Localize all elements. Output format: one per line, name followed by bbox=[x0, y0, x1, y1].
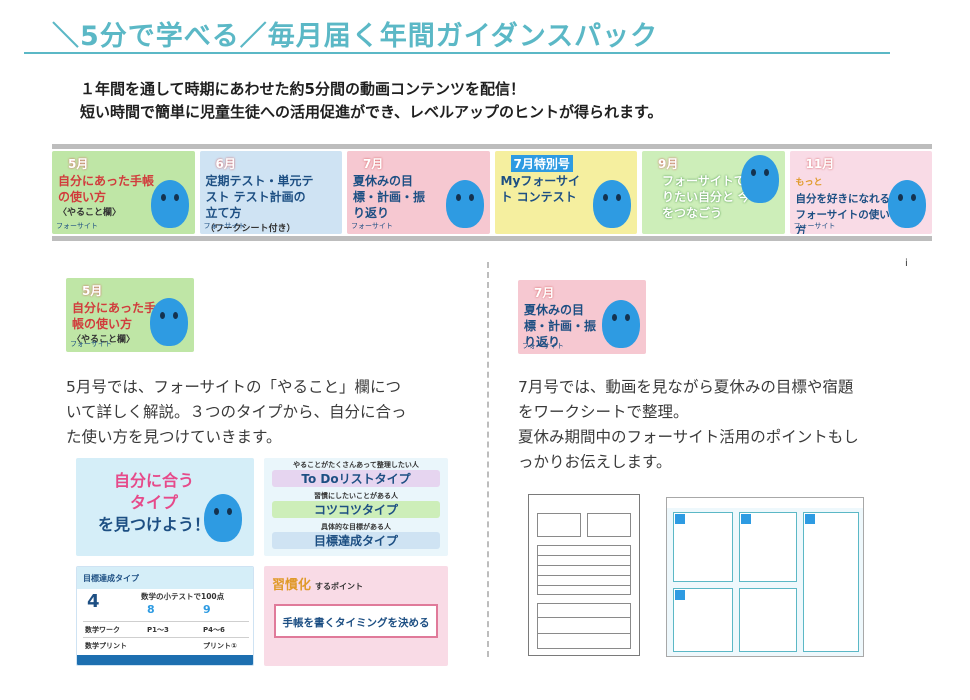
brand-logo: フォーサイト bbox=[56, 222, 98, 230]
sample-row-1b: P1～3 bbox=[147, 626, 169, 634]
steady-type: 習慣にしたいことがある人 コツコツタイプ bbox=[272, 491, 440, 518]
strip-thumb-title: フォーサイトで なりたい自分と 今をつなごう bbox=[662, 174, 762, 220]
page-title: ＼5分で学べる／毎月届く年間ガイダンスパック bbox=[52, 21, 659, 52]
strip-thumb-month: 5月 bbox=[68, 157, 89, 171]
mascot-icon bbox=[204, 494, 242, 542]
mascot-icon bbox=[888, 180, 926, 228]
strip-thumb-title: 夏休みの目標・計画・振り返り bbox=[353, 174, 426, 220]
strip-thumb-november[interactable]: 11月 もっと 自分を好きになれる フォーサイトの使い方 フォーサイト bbox=[789, 151, 932, 234]
sample-day-2: 8 bbox=[147, 603, 155, 616]
may-issue-thumbnail[interactable]: 5月 自分にあった手帳の使い方 〈やること欄〉 フォーサイト bbox=[66, 278, 194, 352]
brand-logo: フォーサイト bbox=[203, 222, 246, 230]
sample-day-3: 9 bbox=[203, 603, 211, 616]
strip-thumb-may[interactable]: 5月 自分にあった手帳の使い方 〈やること欄〉 フォーサイト bbox=[52, 151, 195, 234]
strip-thumb-september[interactable]: 9月 フォーサイトで なりたい自分と 今をつなごう bbox=[642, 151, 785, 234]
strip-thumb-title: 自分にあった手帳の使い方 〈やること欄〉 bbox=[58, 173, 158, 221]
monthly-strip: 5月 自分にあった手帳の使い方 〈やること欄〉 フォーサイト 6月 定期テスト・… bbox=[52, 149, 932, 236]
strip-thumb-title: 定期テスト・単元テスト テスト計画の立て方 （ワークシート付き） bbox=[206, 173, 316, 234]
strip-frame-bottom bbox=[52, 236, 932, 241]
title-rule bbox=[24, 52, 890, 54]
goal-type: 具体的な目標がある人 目標達成タイプ bbox=[272, 522, 440, 549]
strip-thumb-month: 7月 bbox=[363, 157, 384, 171]
mascot-icon bbox=[740, 155, 779, 203]
habit-tag: 習慣化するポイント bbox=[272, 578, 364, 593]
strip-frame-top bbox=[52, 144, 932, 149]
strip-thumb-july-special[interactable]: 7月特別号 Myフォーサイト コンテスト bbox=[494, 151, 637, 234]
thumb-month: 5月 bbox=[82, 284, 103, 298]
strip-thumb-month: 7月特別号 bbox=[510, 155, 573, 172]
sample-row-1c: P4～6 bbox=[203, 626, 225, 634]
brand-logo: フォーサイト bbox=[793, 222, 836, 230]
stray-marker: i bbox=[905, 258, 908, 269]
strip-thumb-month: 9月 bbox=[658, 157, 679, 171]
sample-day-1: 4 bbox=[87, 591, 100, 612]
strip-thumb-june[interactable]: 6月 定期テスト・単元テスト テスト計画の立て方 （ワークシート付き） フォーサ… bbox=[199, 151, 342, 234]
worksheet-page-2 bbox=[666, 497, 864, 657]
brand-logo: フォーサイト bbox=[70, 340, 112, 348]
thumb-title: 夏休みの目標・計画・振り返り bbox=[524, 303, 597, 349]
strip-thumb-sub: （ワークシート付き） bbox=[205, 224, 296, 234]
sample-row-2: 数学プリント bbox=[85, 642, 127, 650]
mascot-icon bbox=[593, 180, 631, 228]
strip-thumb-month: 11月 bbox=[805, 157, 835, 171]
may-description: 5月号では、フォーサイトの「やること」欄につ いて詳しく解説。３つのタイプから、… bbox=[66, 378, 407, 446]
brand-logo: フォーサイト bbox=[522, 342, 564, 350]
thumb-sub: 〈やること欄〉 bbox=[72, 335, 136, 345]
planner-sample-panel: 目標達成タイプ 4 8 9 数学の小テストで100点 数学ワーク P1～3 P4… bbox=[76, 566, 254, 666]
strip-thumb-title: Myフォーサイト コンテスト bbox=[500, 174, 581, 204]
brand-logo: フォーサイト bbox=[351, 222, 393, 230]
strip-thumb-july[interactable]: 7月 夏休みの目標・計画・振り返り フォーサイト bbox=[347, 151, 490, 234]
column-divider bbox=[487, 262, 489, 657]
intro-line-2: 短い時間で簡単に児童生徒への活用促進ができ、レベルアップのヒントが得られます。 bbox=[80, 103, 663, 121]
strip-thumb-month: 6月 bbox=[215, 157, 236, 171]
july-description: 7月号では、動画を見ながら夏休みの目標や宿題 をワークシートで整理。 夏休み期間… bbox=[518, 378, 859, 471]
thumb-title: 自分にあった手帳の使い方 〈やること欄〉 bbox=[72, 300, 162, 348]
todo-type: やることがたくさんあって整理したい人 To Doリストタイプ bbox=[272, 460, 440, 487]
sample-goal: 数学の小テストで100点 bbox=[141, 592, 225, 601]
thumb-month: 7月 bbox=[534, 286, 555, 300]
habit-point-panel: 習慣化するポイント 手帳を書くタイミングを決める bbox=[264, 566, 448, 666]
strip-thumb-sub: もっと bbox=[795, 178, 823, 188]
sample-row-1: 数学ワーク bbox=[85, 626, 120, 634]
strip-thumb-sub: 〈やること欄〉 bbox=[58, 208, 122, 218]
type-intro-panel: 自分に合う タイプ を見つけよう！ bbox=[76, 458, 254, 556]
intro-line-1: １年間を通して時期にあわせた約5分間の動画コンテンツを配信！ bbox=[80, 80, 525, 98]
mascot-icon bbox=[602, 300, 640, 348]
habit-main: 手帳を書くタイミングを決める bbox=[274, 604, 438, 638]
mascot-icon bbox=[150, 298, 188, 346]
sample-row-2c: プリント① bbox=[203, 642, 237, 650]
panel-heading: 自分に合う タイプ を見つけよう！ bbox=[98, 471, 211, 534]
strip-thumb-title: もっと 自分を好きになれる フォーサイトの使い方 bbox=[796, 175, 896, 234]
mascot-icon bbox=[445, 180, 484, 228]
type-list-panel: やることがたくさんあって整理したい人 To Doリストタイプ 習慣にしたいことが… bbox=[264, 458, 448, 556]
mascot-icon bbox=[150, 180, 189, 228]
intro-text: １年間を通して時期にあわせた約5分間の動画コンテンツを配信！ 短い時間で簡単に児… bbox=[80, 78, 662, 124]
sample-head: 目標達成タイプ bbox=[83, 574, 139, 583]
worksheet-page-1 bbox=[528, 494, 640, 656]
july-issue-thumbnail[interactable]: 7月 夏休みの目標・計画・振り返り フォーサイト bbox=[518, 280, 646, 354]
